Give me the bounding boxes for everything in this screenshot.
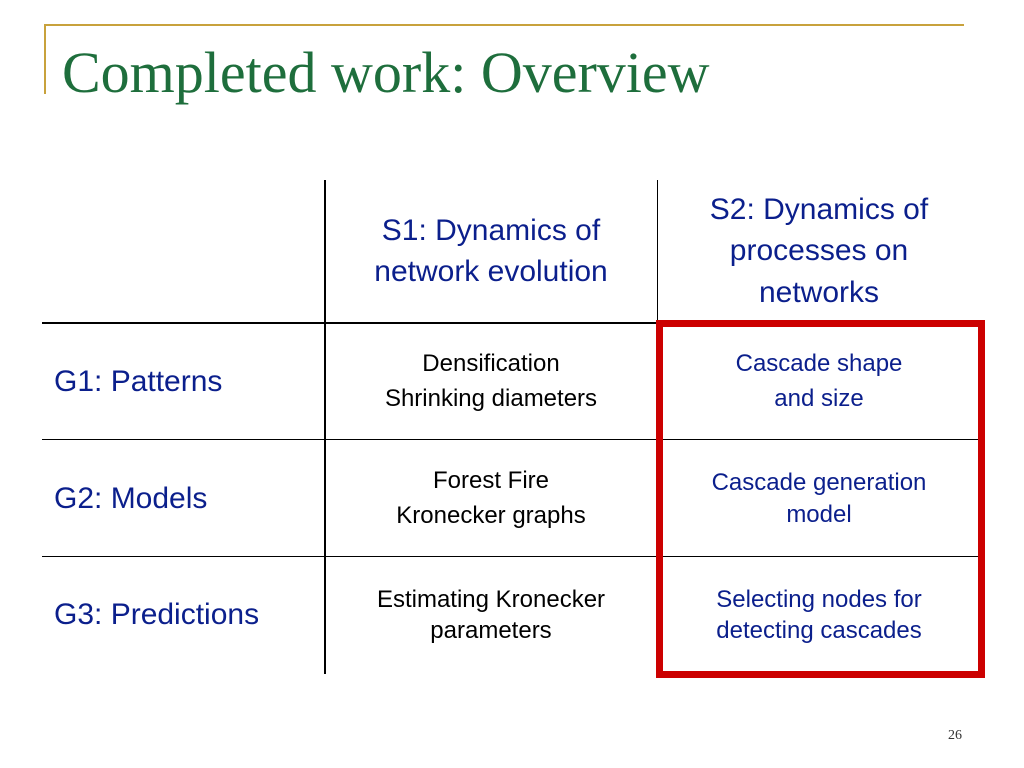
column-rule-1 <box>324 180 326 674</box>
row-rule-2 <box>42 556 980 557</box>
row-header-g1: G1: Patterns <box>42 324 326 440</box>
cell-g3-s1: Estimating Kronecker parameters <box>326 557 656 673</box>
cell-g3-s1-line-1: Estimating Kronecker <box>376 585 606 613</box>
cell-g2-s2-line-2: model <box>786 500 852 528</box>
cell-g3-s2: Selecting nodes for detecting cascades <box>658 557 980 673</box>
row-header-g2: G2: Models <box>42 440 326 557</box>
column-header-s1: S1: Dynamics of network evolution <box>326 180 656 322</box>
s2-highlight-box <box>656 320 985 678</box>
row-header-g1-label: G1: Patterns <box>54 365 223 399</box>
cell-g1-s1: Densification Shrinking diameters <box>326 324 656 440</box>
row-rule-1 <box>42 439 980 440</box>
column-header-s2-line-3: networks <box>758 275 880 309</box>
column-header-s2: S2: Dynamics of processes on networks <box>658 180 980 322</box>
row-header-g2-label: G2: Models <box>54 481 208 515</box>
cell-g2-s1-line-2: Kronecker graphs <box>396 501 586 529</box>
cell-g1-s1-line-1: Densification <box>422 350 560 378</box>
cell-g3-s2-line-1: Selecting nodes for <box>716 585 922 613</box>
cell-g3-s2-line-2: detecting cascades <box>716 617 922 644</box>
cell-g1-s2: Cascade shape and size <box>658 324 980 440</box>
cell-g2-s1: Forest Fire Kronecker graphs <box>326 440 656 557</box>
cell-g2-s2: Cascade generation model <box>658 440 980 557</box>
column-header-s2-line-1: S2: Dynamics of <box>709 192 929 226</box>
row-header-g3: G3: Predictions <box>42 557 326 673</box>
column-header-s2-line-2: processes on <box>729 234 909 268</box>
cell-g2-s2-line-1: Cascade generation <box>711 469 927 497</box>
frame-left-rule <box>44 24 46 94</box>
column-header-s1-line-1: S1: Dynamics of <box>381 213 601 247</box>
cell-g1-s2-line-2: and size <box>774 385 864 412</box>
slide-title: Completed work: Overview <box>62 40 710 105</box>
cell-g1-s1-line-2: Shrinking diameters <box>384 385 598 412</box>
header-rule <box>42 322 980 324</box>
frame-top-rule <box>44 24 964 26</box>
cell-g2-s1-line-1: Forest Fire <box>432 466 549 494</box>
cell-g3-s1-line-2: parameters <box>430 617 552 644</box>
column-header-s1-line-2: network evolution <box>374 255 608 288</box>
row-header-g3-label: G3: Predictions <box>54 598 260 632</box>
page-number: 26 <box>948 728 962 743</box>
cell-g1-s2-line-1: Cascade shape <box>735 350 903 378</box>
